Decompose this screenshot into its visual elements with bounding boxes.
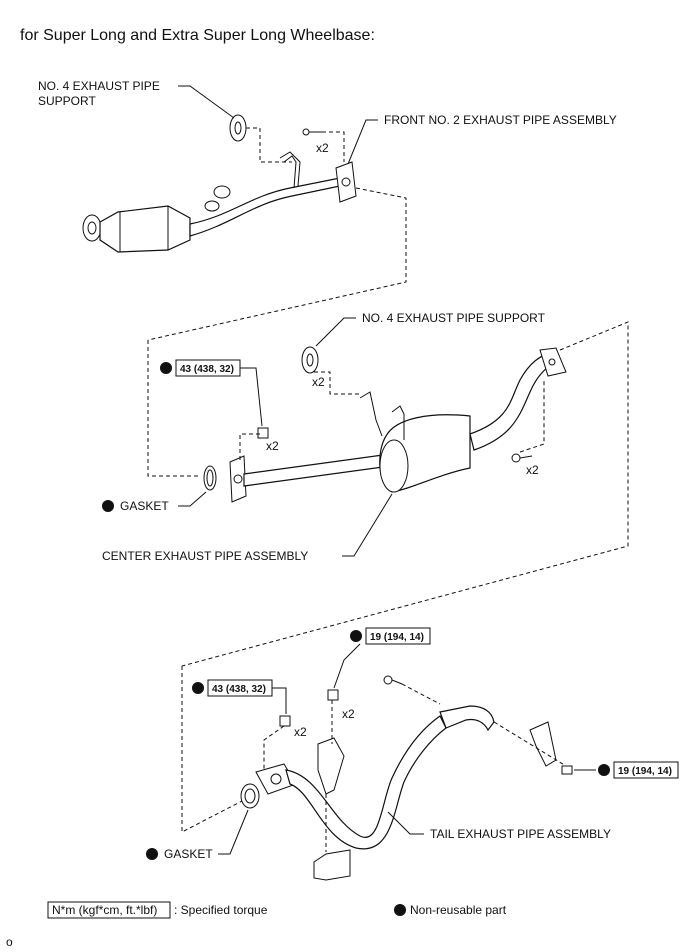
qty-bottom-top-nut: x2 — [342, 707, 355, 721]
nonreusable-dot-tail-nut — [192, 682, 204, 694]
label-front-no2-pipe: FRONT NO. 2 EXHAUST PIPE ASSEMBLY — [384, 113, 617, 127]
leader-front-no2 — [347, 119, 378, 165]
leader-torque-center — [240, 367, 263, 427]
leader-tail-pipe — [387, 811, 424, 835]
bolt-dash-top — [322, 131, 345, 162]
label-gasket-mid: GASKET — [120, 499, 169, 513]
label-no4-support-top-1: NO. 4 EXHAUST PIPE — [38, 79, 160, 93]
legend-torque-desc: : Specified torque — [174, 903, 268, 917]
qty-bottom-left-nut: x2 — [294, 725, 307, 739]
torque-box-tail-bolt — [613, 761, 679, 779]
nonreusable-dot-tail-bolt — [598, 764, 610, 776]
bolt-dash-mid — [519, 380, 545, 453]
label-gasket-bottom: GASKET — [164, 847, 213, 861]
legend-torque-box — [47, 901, 171, 919]
leader-torque-tail — [272, 687, 287, 714]
label-no4-support-mid: NO. 4 EXHAUST PIPE SUPPORT — [362, 311, 546, 325]
nut-dash-mid — [239, 433, 260, 462]
torque-tail-bolt: 19 (194, 14) — [618, 766, 672, 777]
connection-dash-top — [147, 187, 407, 341]
torque-tail-top-nut: 19 (194, 14) — [370, 632, 424, 643]
nonreusable-dot-tail-top-nut — [350, 630, 362, 642]
qty-mid-support: x2 — [312, 375, 325, 389]
qty-mid-bolt: x2 — [526, 463, 539, 477]
legend-nonreusable-dot — [394, 904, 406, 916]
nonreusable-dot-mid-nut — [160, 362, 172, 374]
torque-tail-nut: 43 (438, 32) — [212, 684, 266, 695]
corner-mark: o — [6, 935, 13, 949]
leader-no4-top — [178, 85, 235, 119]
legend-nonreusable: Non-reusable part — [410, 903, 507, 917]
torque-box-tail-top-nut — [365, 627, 431, 645]
label-center-pipe: CENTER EXHAUST PIPE ASSEMBLY — [102, 549, 308, 563]
leader-gasket-mid — [178, 491, 207, 507]
bolt-dash-bottom-a — [401, 683, 441, 705]
diagram-title: for Super Long and Extra Super Long Whee… — [20, 27, 375, 44]
tail-exhaust-pipe-drawing — [240, 675, 573, 881]
nonreusable-dot-gasket-bottom — [146, 848, 158, 860]
torque-center-nut: 43 (438, 32) — [180, 364, 234, 375]
support-dash-mid — [314, 371, 360, 395]
legend-torque-units: N*m (kgf*cm, ft.*lbf) — [52, 903, 157, 917]
label-no4-support-top-2: SUPPORT — [38, 94, 96, 108]
leader-torque-tail-top — [333, 643, 361, 689]
qty-top-bolt: x2 — [316, 141, 329, 155]
center-exhaust-pipe-drawing — [203, 346, 567, 503]
left-dash-bottom — [181, 666, 245, 833]
left-dash-mid — [147, 340, 200, 477]
leader-center-pipe — [342, 493, 393, 557]
leader-no4-mid — [315, 317, 356, 347]
front-no2-exhaust-pipe-drawing — [82, 114, 357, 253]
nut-dash-bottom-left — [263, 725, 285, 770]
label-tail-pipe: TAIL EXHAUST PIPE ASSEMBLY — [430, 827, 611, 841]
bolt-dash-bottom-b — [493, 721, 567, 767]
nonreusable-dot-gasket-mid — [102, 500, 114, 512]
right-dash-mid — [181, 321, 629, 667]
leader-gasket-bottom — [218, 809, 249, 855]
support-dash-top — [246, 127, 292, 163]
qty-mid-nut: x2 — [266, 439, 279, 453]
